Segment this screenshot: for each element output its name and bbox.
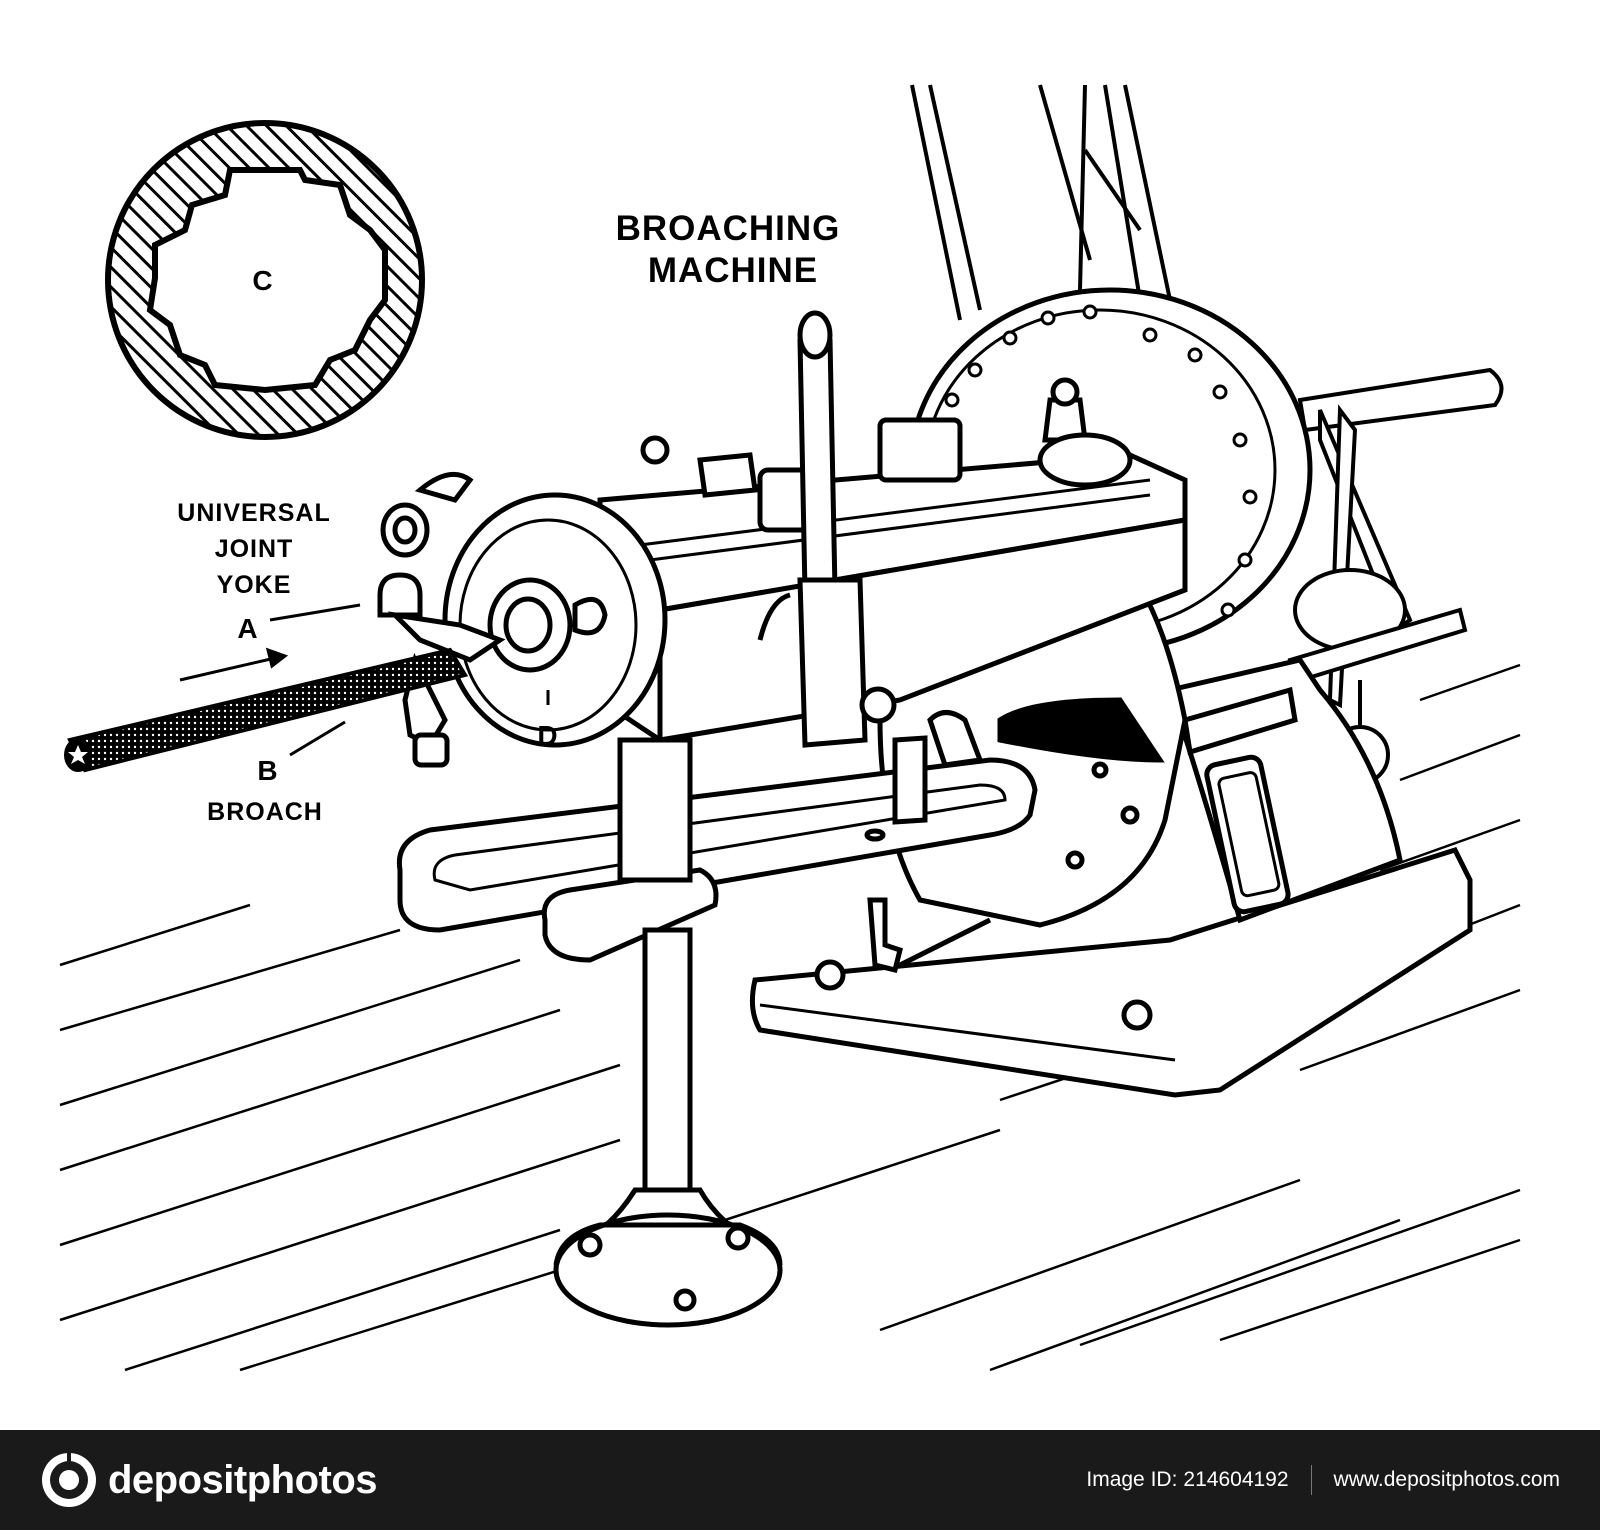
base-plate	[749, 846, 1473, 1098]
label-universal: UNIVERSAL	[177, 499, 330, 527]
label-broach: BROACH	[207, 798, 323, 826]
image-id-label: Image ID:	[1086, 1468, 1178, 1491]
brand-logo[interactable]: depositphotos	[40, 1446, 378, 1514]
label-d: D	[537, 720, 558, 751]
label-joint: JOINT	[215, 535, 294, 563]
title-line2: MACHINE	[648, 251, 818, 290]
image-meta: Image ID: 214604192 www.depositphotos.co…	[1086, 1464, 1560, 1496]
drive-shaft	[1297, 367, 1504, 433]
arrow-right-icon	[179, 647, 289, 682]
broaching-machine-illustration: BROACHING MACHINE C UNIVERSAL JOINT YOKE…	[59, 84, 1521, 1372]
label-yoke: YOKE	[217, 571, 292, 599]
broach-bar	[64, 647, 469, 773]
face-plate	[442, 492, 668, 748]
footer-divider	[1310, 1465, 1312, 1495]
title-line1: BROACHING	[616, 209, 841, 248]
site-link[interactable]: www.depositphotos.com	[1333, 1468, 1560, 1491]
brand-name: depositphotos	[108, 1457, 378, 1502]
cross-section-c	[105, 120, 425, 440]
overhead-frame	[910, 84, 1172, 321]
work-tray	[396, 710, 1038, 963]
depositphotos-logo-icon	[42, 1453, 96, 1507]
floor-boards	[59, 663, 1521, 1372]
leader-lines	[269, 603, 550, 757]
label-a: A	[237, 613, 258, 644]
label-c: C	[252, 265, 273, 296]
stand	[553, 737, 992, 1328]
pedestal	[1166, 657, 1403, 924]
image-id-value: 214604192	[1183, 1468, 1289, 1491]
universal-joint-yoke	[377, 471, 506, 768]
footer-bar: depositphotos Image ID: 214604192 www.de…	[0, 1430, 1600, 1530]
label-b: B	[257, 755, 278, 786]
control-lever	[757, 310, 897, 748]
